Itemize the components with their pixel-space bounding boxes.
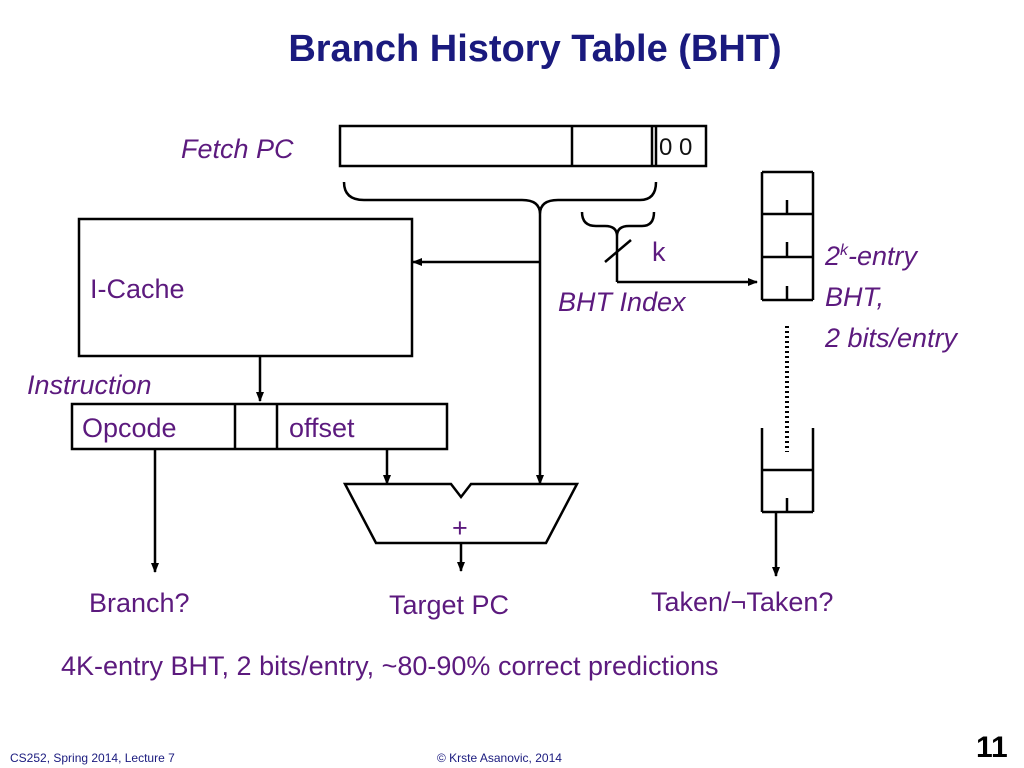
page-number: 11 [976, 731, 1008, 764]
icache-box [77, 217, 414, 358]
index-brace [580, 211, 656, 237]
bht-size-exponent: k [840, 242, 849, 259]
pc-low-bits: 0 0 [659, 134, 693, 161]
summary-text: 4K-entry BHT, 2 bits/entry, ~80-90% corr… [61, 651, 719, 681]
opcode-label: Opcode [82, 413, 177, 443]
footer-copyright: © Krste Asanovic, 2014 [437, 751, 562, 765]
icache-label: I-Cache [90, 274, 185, 304]
bht-size-base: 2 [825, 241, 841, 271]
taken-label: Taken/¬Taken? [651, 587, 834, 617]
instruction-register [70, 402, 449, 451]
adder-shape [342, 482, 580, 545]
offset-label: offset [289, 413, 355, 443]
bht-size-label: 2k-entry [825, 243, 917, 270]
bht-bits-label: 2 bits/entry [825, 323, 958, 353]
footer-course: CS252, Spring 2014, Lecture 7 [10, 751, 175, 765]
pc-brace [342, 181, 658, 215]
bht-size-rest: -entry [848, 241, 918, 271]
bht-name-label: BHT, [825, 282, 885, 312]
fetch-pc-label: Fetch PC [181, 134, 294, 164]
instruction-label: Instruction [27, 370, 152, 400]
k-label: k [652, 237, 666, 267]
bht-index-label: BHT Index [558, 287, 686, 317]
target-pc-label: Target PC [389, 590, 510, 620]
page-title: Branch History Table (BHT) [288, 28, 782, 70]
branch-question-label: Branch? [89, 588, 190, 618]
adder-label: + [452, 513, 468, 543]
fetch-pc-register [338, 124, 708, 168]
